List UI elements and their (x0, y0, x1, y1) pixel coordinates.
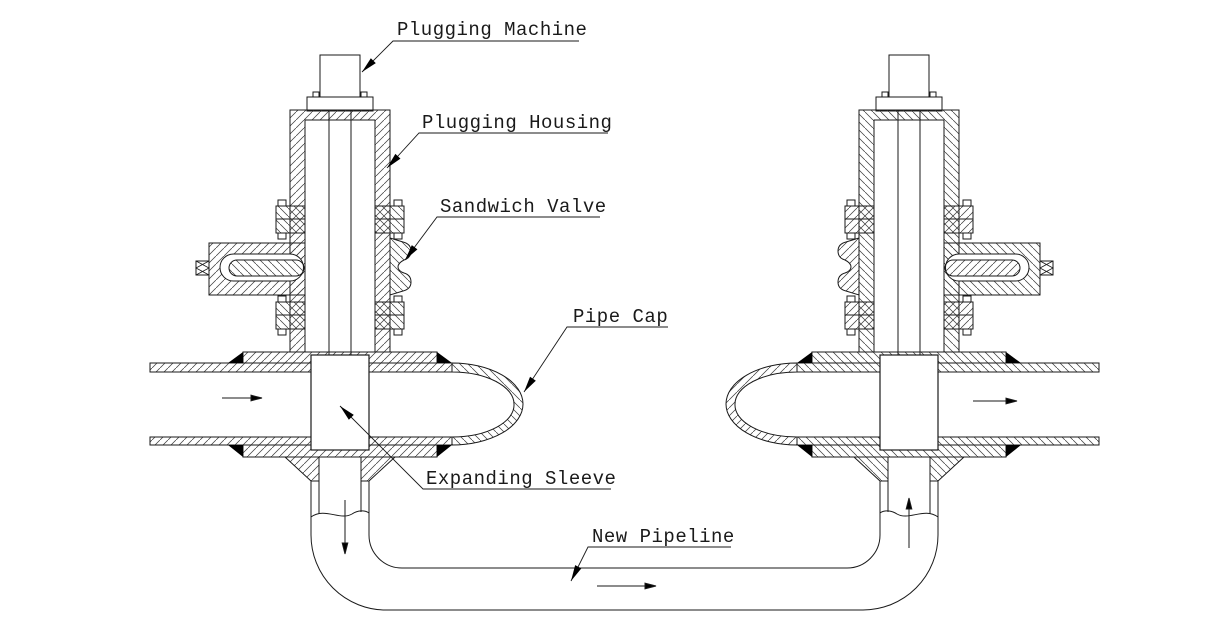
callout-plugging-machine: Plugging Machine (359, 19, 587, 75)
callout-sandwich-valve: Sandwich Valve (402, 196, 607, 263)
flow-arrows (222, 394, 1018, 590)
flow-arrow-left-pipe (222, 394, 263, 402)
flow-arrow-right-branch (905, 497, 913, 548)
callouts: Plugging Machine Plugging Housing Sandwi… (337, 19, 735, 583)
callout-expanding-sleeve: Expanding Sleeve (337, 403, 616, 490)
callout-pipe-cap: Pipe Cap (521, 306, 668, 394)
label-expanding-sleeve: Expanding Sleeve (426, 468, 616, 490)
callout-new-pipeline: New Pipeline (567, 526, 735, 583)
label-plugging-housing: Plugging Housing (422, 112, 612, 134)
label-pipe-cap: Pipe Cap (573, 306, 668, 328)
label-sandwich-valve: Sandwich Valve (440, 196, 607, 218)
flow-arrow-left-branch (341, 500, 349, 555)
flow-arrow-new-pipeline (597, 582, 657, 590)
left-assembly (149, 54, 626, 611)
label-new-pipeline: New Pipeline (592, 526, 735, 548)
flow-arrow-right-pipe (973, 397, 1018, 405)
callout-plugging-housing: Plugging Housing (384, 112, 612, 171)
leader-arrow (521, 376, 536, 394)
label-plugging-machine: Plugging Machine (397, 19, 587, 41)
